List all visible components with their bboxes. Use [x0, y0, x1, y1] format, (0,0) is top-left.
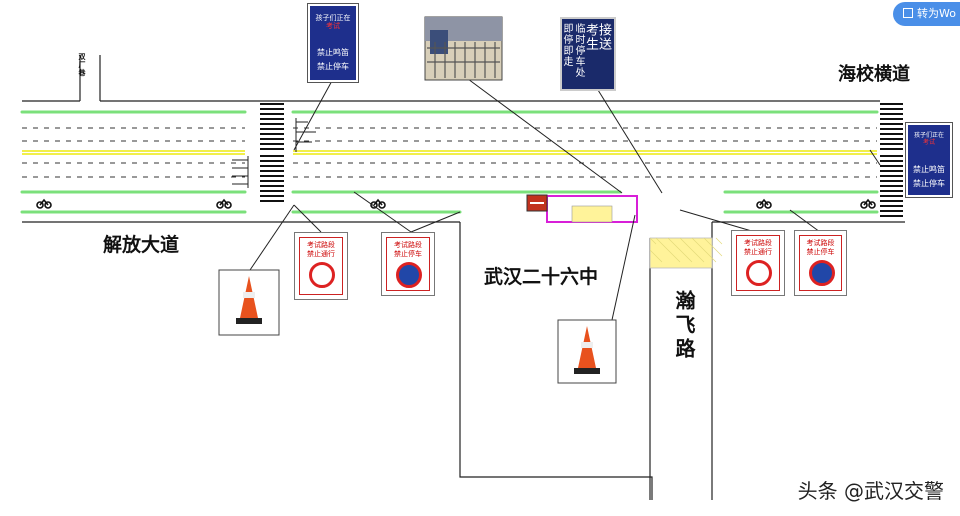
lane-marks: [232, 118, 316, 188]
bicycle-icon: [216, 198, 232, 209]
children-exam-sign-top: 孩子们正在 考试 禁止鸣笛 禁止停车: [307, 3, 359, 83]
children-exam-sign-right: 孩子们正在 考试 禁止鸣笛 禁止停车: [905, 122, 953, 198]
green-lane-lines: [20, 110, 879, 214]
no-entry-icon: [309, 262, 335, 288]
road-label-hanfei: 瀚飞路: [672, 290, 696, 362]
center-yellow-line: [22, 150, 877, 155]
traffic-cone-school-icon: [557, 319, 617, 384]
road-label-haixiao: 海校横道: [838, 64, 910, 85]
pointer-lines: [249, 78, 881, 321]
exam-no-entry-sign-left: 考试路段 禁止通行: [294, 232, 348, 300]
road-edges: [22, 55, 905, 500]
document-icon: [903, 8, 913, 18]
bicycle-icon: [36, 198, 52, 209]
road-label-jiefang: 解放大道: [103, 234, 180, 256]
bicycle-icons: [36, 198, 876, 209]
bicycle-icon: [370, 198, 386, 209]
watermark: 头条 @武汉交警: [797, 479, 944, 503]
exam-dropoff-sign: 接送 考生 临时停车处 即停即走: [560, 17, 616, 91]
road-label-alley: 双厂巷: [78, 53, 86, 77]
barrier-photo: [424, 16, 503, 81]
no-parking-icon: [809, 260, 835, 286]
bicycle-icon: [860, 198, 876, 209]
bicycle-icon: [756, 198, 772, 209]
exam-no-parking-sign-left: 考试路段 禁止停车: [381, 232, 435, 296]
zebra-crossing-right: [880, 103, 903, 217]
alley-edges: [79, 55, 101, 101]
exam-no-entry-sign-right: 考试路段 禁止通行: [731, 230, 785, 296]
no-entry-icon: [746, 260, 772, 286]
dashed-lane-lines: [22, 127, 877, 178]
convert-to-word-button[interactable]: 转为Wo: [893, 2, 960, 26]
crossing-block: [649, 237, 713, 269]
school-label: 武汉二十六中: [484, 266, 599, 288]
exam-no-parking-sign-right: 考试路段 禁止停车: [794, 230, 847, 296]
zebra-crossing-left: [260, 103, 284, 202]
no-parking-icon: [396, 262, 422, 288]
traffic-cone-left-icon: [218, 269, 280, 336]
dropoff-zone: [526, 194, 638, 223]
